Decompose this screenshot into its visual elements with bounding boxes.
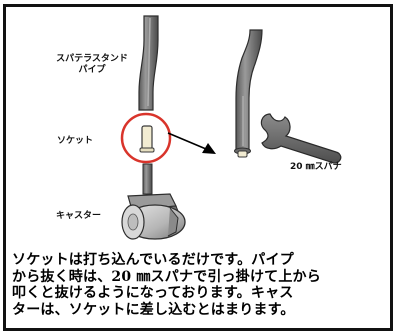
description-text: ソケットは打ち込んでいるだけです。パイプ から抜く時は、20 ㎜スパナで引っ掛け… — [12, 252, 384, 318]
caster-stem — [142, 163, 153, 195]
spanner-tool — [260, 113, 342, 164]
pipe-label-line2: パイプ — [78, 65, 106, 75]
diagram-frame — [3, 4, 393, 331]
socket-label: ソケット — [57, 136, 94, 146]
description-line: ターは、ソケットに差し込むとはまります。 — [12, 301, 295, 318]
description-line: ソケットは打ち込んでいるだけです。パイプ — [12, 252, 294, 268]
arrow-indicator — [167, 132, 216, 154]
caster-label: キャスター — [56, 211, 102, 221]
description-line: から抜く時は、20 ㎜スパナで引っ掛けて上から — [12, 268, 321, 285]
pipe-label: スパテラスタンド パイプ — [52, 54, 132, 76]
socket-part — [139, 125, 155, 153]
description-line: 叩くと抜けるようになっております。キャス — [12, 285, 294, 301]
highlight-circle — [120, 112, 172, 164]
left-pipe — [138, 15, 159, 111]
spanner-label: 20 ㎜スパナ — [290, 162, 342, 172]
caster-wheel — [121, 193, 186, 240]
pipe-label-line1: スパテラスタンド — [56, 54, 128, 64]
right-pipe — [234, 29, 263, 158]
